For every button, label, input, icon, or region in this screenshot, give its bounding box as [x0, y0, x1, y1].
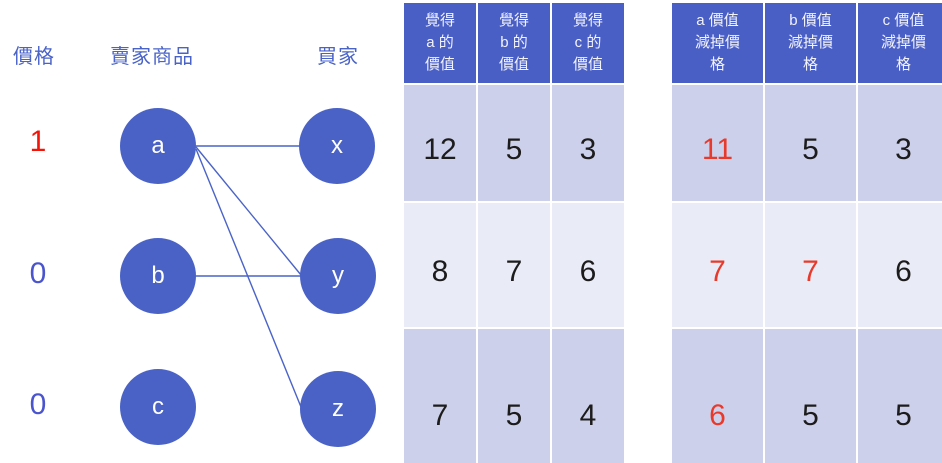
valuation-cell-x-c: 3	[552, 85, 624, 201]
payoff-header-c: c 價值 減掉價 格	[858, 3, 942, 83]
valuation-cell-z-a: 7	[404, 329, 476, 463]
table-row: 7 7 6	[672, 203, 942, 327]
table-row: 6 5 5	[672, 329, 942, 463]
valuation-cell-z-b: 5	[478, 329, 550, 463]
bipartite-graph: 價格 賣家商品 買家 1 0 0 a b c x y z	[0, 0, 400, 463]
sellers-column-label: 賣家商品	[110, 46, 194, 68]
buyer-node-z: z	[300, 371, 376, 447]
edge-a-y	[195, 146, 302, 276]
valuation-cell-x-b: 5	[478, 85, 550, 201]
table-row: 7 5 4	[404, 329, 624, 463]
valuation-header-b: 覺得 b 的 價值	[478, 3, 550, 83]
payoff-cell-y-a: 7	[672, 203, 763, 327]
payoff-cell-x-c: 3	[858, 85, 942, 201]
payoff-cell-x-a: 11	[672, 85, 763, 201]
price-column-label: 價格	[13, 46, 55, 68]
table-row: 12 5 3	[404, 85, 624, 201]
payoff-cell-y-b: 7	[765, 203, 856, 327]
valuation-cell-y-b: 7	[478, 203, 550, 327]
price-value-a: 1	[29, 125, 47, 158]
valuation-table: 覺得 a 的 價值 覺得 b 的 價值 覺得 c 的 價值 12 5 3 8 7…	[402, 1, 626, 463]
valuation-cell-x-a: 12	[404, 85, 476, 201]
payoff-header-a: a 價值 減掉價 格	[672, 3, 763, 83]
valuation-cell-z-c: 4	[552, 329, 624, 463]
payoff-cell-z-c: 5	[858, 329, 942, 463]
valuation-cell-y-a: 8	[404, 203, 476, 327]
table-row: 8 7 6	[404, 203, 624, 327]
payoff-header-row: a 價值 減掉價 格 b 價值 減掉價 格 c 價值 減掉價 格	[672, 3, 942, 83]
buyer-node-x: x	[299, 108, 375, 184]
price-value-b: 0	[29, 257, 47, 290]
edges-layer	[195, 145, 302, 408]
valuation-header-row: 覺得 a 的 價值 覺得 b 的 價值 覺得 c 的 價值	[404, 3, 624, 83]
payoff-cell-z-b: 5	[765, 329, 856, 463]
seller-node-b: b	[120, 238, 196, 314]
payoff-cell-z-a: 6	[672, 329, 763, 463]
buyer-node-y: y	[300, 238, 376, 314]
table-row: 11 5 3	[672, 85, 942, 201]
valuation-header-a: 覺得 a 的 價值	[404, 3, 476, 83]
payoff-cell-y-c: 6	[858, 203, 942, 327]
seller-node-c: c	[120, 369, 196, 445]
payoff-header-b: b 價值 減掉價 格	[765, 3, 856, 83]
payoff-cell-x-b: 5	[765, 85, 856, 201]
price-value-c: 0	[29, 388, 47, 421]
valuation-header-c: 覺得 c 的 價值	[552, 3, 624, 83]
edge-a-z	[195, 148, 302, 408]
buyers-column-label: 買家	[317, 46, 359, 68]
seller-node-a: a	[120, 108, 196, 184]
valuation-cell-y-c: 6	[552, 203, 624, 327]
payoff-table: a 價值 減掉價 格 b 價值 減掉價 格 c 價值 減掉價 格 11 5 3 …	[670, 1, 942, 463]
